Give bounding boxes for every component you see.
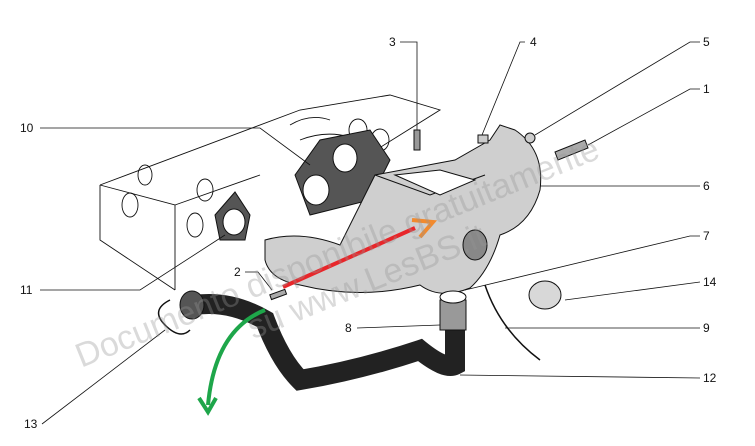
ring-7 bbox=[439, 290, 467, 304]
cap-14 bbox=[528, 280, 562, 310]
callout-13: 13 bbox=[24, 417, 38, 431]
callout-10: 10 bbox=[20, 121, 34, 135]
pipe-12 bbox=[185, 294, 465, 391]
orange-arrow-head bbox=[411, 218, 438, 239]
clip-13 bbox=[157, 299, 191, 335]
callout-14: 14 bbox=[703, 275, 717, 289]
nut-5 bbox=[524, 132, 536, 144]
pipe-elbow-end bbox=[179, 290, 205, 320]
stud-2 bbox=[269, 288, 288, 301]
stud-3 bbox=[413, 129, 421, 151]
tube-9 bbox=[484, 284, 541, 361]
callout-6: 6 bbox=[703, 179, 710, 193]
green-arrow-head bbox=[197, 396, 218, 416]
callout-12: 12 bbox=[703, 371, 717, 385]
callout-9: 9 bbox=[703, 321, 710, 335]
exhaust-gasket-11 bbox=[214, 191, 251, 241]
callout-5: 5 bbox=[703, 35, 710, 49]
fitting-8 bbox=[439, 299, 467, 331]
callout-1: 1 bbox=[703, 82, 710, 96]
leader-lines bbox=[40, 41, 701, 425]
callout-4: 4 bbox=[530, 35, 537, 49]
callout-11: 11 bbox=[20, 283, 33, 297]
green-arrow bbox=[206, 308, 266, 406]
nut-4 bbox=[477, 134, 489, 144]
callout-7: 7 bbox=[703, 229, 710, 243]
callout-3: 3 bbox=[389, 35, 396, 49]
bolt-1 bbox=[554, 139, 589, 161]
callout-8: 8 bbox=[345, 321, 352, 335]
red-arrow bbox=[282, 226, 416, 289]
callout-2: 2 bbox=[234, 265, 241, 279]
